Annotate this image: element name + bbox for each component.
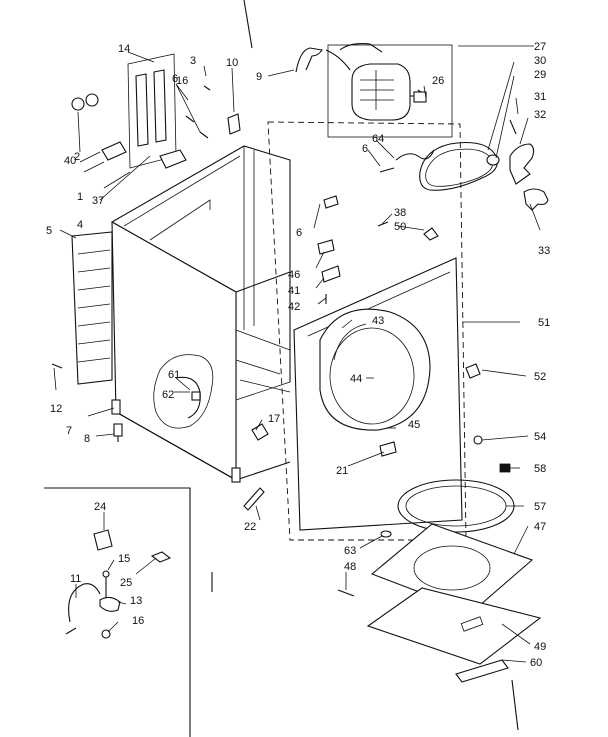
part-41	[321, 265, 341, 283]
callout-4: 4	[77, 219, 83, 231]
callout-1: 1	[77, 191, 83, 203]
screws	[51, 85, 483, 597]
side-louver-panel	[71, 231, 113, 385]
callout-12: 12	[50, 403, 62, 415]
idler-arm-32	[509, 143, 535, 185]
callout-29: 29	[534, 69, 546, 81]
callout-2: 2	[74, 151, 80, 163]
callout-38: 38	[394, 207, 406, 219]
callout-49: 49	[534, 641, 546, 653]
bracket-2	[101, 141, 127, 161]
callout-40: 40	[64, 155, 76, 167]
callout-51: 51	[538, 317, 550, 329]
callout-labels: 1 2 3 4 5 6 6 6 7 8 9 10 11 12 13 14 15 …	[46, 41, 550, 669]
part-17	[251, 423, 269, 441]
wiring-detail	[153, 354, 214, 429]
callout-21: 21	[336, 465, 348, 477]
callout-6b: 6	[296, 227, 302, 239]
callout-11: 11	[70, 573, 81, 585]
motor-icon	[351, 63, 411, 121]
callout-50: 50	[394, 221, 406, 233]
door-assembly	[366, 463, 542, 683]
callout-33: 33	[538, 245, 550, 257]
idler-spring-33	[523, 188, 549, 211]
callout-24: 24	[94, 501, 106, 513]
part-50	[423, 227, 439, 241]
callout-32: 32	[534, 109, 546, 121]
callout-7: 7	[66, 425, 72, 437]
motor-assembly	[325, 43, 453, 138]
callout-44: 44	[350, 373, 362, 385]
callout-14: 14	[118, 43, 130, 55]
wire-11	[68, 583, 101, 623]
callout-47: 47	[534, 521, 546, 533]
inset-parts	[44, 487, 213, 737]
callout-42: 42	[288, 301, 300, 313]
callout-64: 64	[372, 133, 384, 145]
callout-52: 52	[534, 371, 546, 383]
leveling-leg-8	[113, 423, 123, 442]
callout-10: 10	[226, 57, 238, 69]
callout-62: 62	[162, 389, 174, 401]
callout-6c: 6	[172, 73, 178, 85]
motor-pulley	[413, 91, 427, 103]
callout-45: 45	[408, 419, 420, 431]
callout-9: 9	[256, 71, 262, 83]
callout-54: 54	[534, 431, 546, 443]
callout-30: 30	[534, 55, 546, 67]
door-latch-52	[465, 363, 481, 379]
callout-61: 61	[168, 369, 180, 381]
rear-panel-assembly	[267, 121, 467, 541]
callout-27: 27	[534, 41, 546, 53]
callout-6a: 6	[362, 143, 368, 155]
screw-31	[509, 119, 517, 135]
part-25	[150, 551, 172, 563]
cabinet	[111, 145, 291, 483]
cabinet-side-panel	[111, 221, 237, 481]
door-hinge-58	[499, 463, 511, 473]
callout-58: 58	[534, 463, 546, 475]
callout-43: 43	[372, 315, 384, 327]
callout-5: 5	[46, 225, 52, 237]
control-bracket	[127, 53, 177, 169]
motor-wire-64	[395, 149, 435, 161]
part-24	[93, 529, 113, 551]
callout-16b: 16	[132, 615, 144, 627]
callout-60: 60	[530, 657, 542, 669]
part-22	[243, 487, 265, 511]
callout-17: 17	[268, 413, 280, 425]
drive-belt	[419, 141, 498, 191]
callout-57: 57	[534, 501, 546, 513]
part-63	[380, 530, 392, 538]
callout-15: 15	[118, 553, 130, 565]
callout-26: 26	[432, 75, 444, 87]
callout-22: 22	[244, 521, 256, 533]
callout-25: 25	[120, 577, 132, 589]
part-13	[99, 596, 121, 612]
callout-31: 31	[534, 91, 546, 103]
door-handle-60	[455, 659, 509, 683]
part-46	[317, 239, 335, 255]
part-10	[227, 113, 241, 135]
callout-46: 46	[288, 269, 300, 281]
callout-48: 48	[344, 561, 356, 573]
callout-41: 41	[288, 285, 300, 297]
leader-lines	[53, 45, 541, 663]
callout-13: 13	[130, 595, 142, 607]
callout-8: 8	[84, 433, 90, 445]
part-6-bracket	[323, 195, 339, 209]
idler-pulley-30	[486, 154, 500, 166]
callout-63: 63	[344, 545, 356, 557]
wire-harness-9	[295, 47, 323, 73]
callout-37: 37	[92, 195, 104, 207]
part-37	[159, 149, 187, 169]
callout-3: 3	[190, 55, 196, 67]
door-opening	[319, 308, 431, 431]
motor-box	[327, 44, 453, 138]
callout-16a: 16	[176, 75, 188, 87]
front-panel	[293, 257, 463, 531]
knobs-40	[71, 93, 99, 111]
